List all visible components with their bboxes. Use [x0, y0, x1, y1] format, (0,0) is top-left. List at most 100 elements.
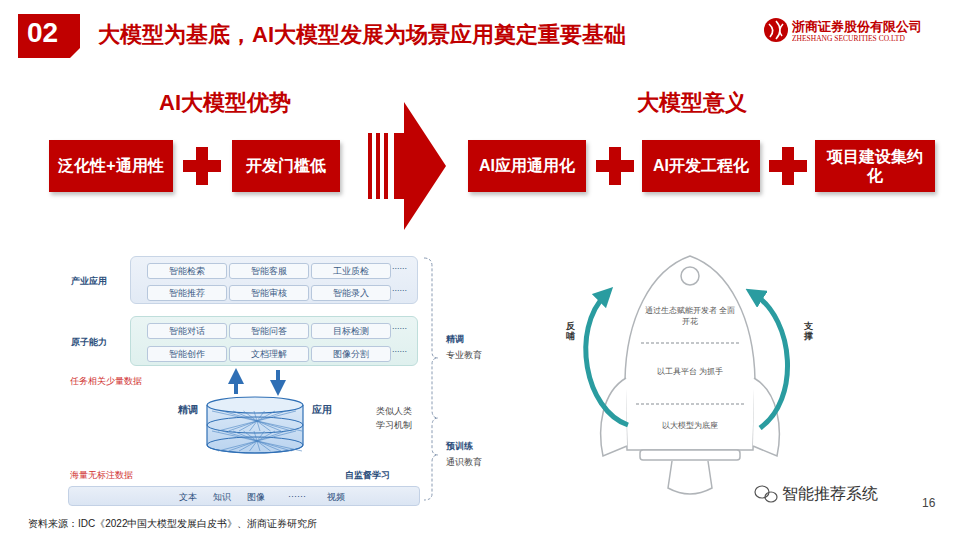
network-link [212, 411, 302, 431]
arrow-label: 支撑 [804, 322, 813, 342]
network-link [212, 431, 302, 451]
data-type: 视频 [327, 491, 345, 504]
wechat-icon [755, 486, 777, 502]
ellipsis: ...... [392, 344, 407, 354]
node-text: 泛化性+通用性 [58, 156, 163, 175]
rocket-base [640, 450, 740, 460]
network-layer [207, 397, 303, 413]
node-text: 以工具平台 为抓手 [657, 367, 723, 378]
capability-box: 智能问答 [229, 323, 309, 339]
stage-label: 自监督学习 [345, 469, 390, 482]
logo-mark [769, 21, 783, 39]
arrow-stripe [368, 133, 372, 199]
flow-arrow-group [368, 102, 446, 230]
node-text: 目标检测 [333, 325, 369, 338]
rocket-fin [753, 378, 779, 456]
node-text: 工业质检 [333, 265, 369, 278]
plus-symbol [609, 147, 621, 185]
plus-symbol [782, 147, 794, 185]
node-text: AI开发工程化 [653, 156, 749, 175]
stage-label: 应用 [312, 403, 332, 417]
logo-circle [764, 18, 788, 42]
layer-band: 原子能力智能对话智能问答目标检测智能创作文档理解图像分割 [130, 316, 418, 366]
company-logo [764, 18, 788, 42]
rocket-body [625, 256, 755, 450]
node-text: 文档理解 [251, 348, 287, 361]
node-text: 智能创作 [169, 348, 205, 361]
rocket-divider [636, 403, 744, 405]
node-text: 智能对话 [169, 325, 205, 338]
page-title: 大模型为基底，AI大模型发展为场景应用奠定重要基础 [98, 20, 626, 50]
section-number: 02 [27, 17, 58, 49]
capability-box: 工业质检 [311, 263, 391, 279]
data-type: ······ [288, 491, 306, 501]
node-text: 图像分割 [333, 348, 369, 361]
feature-box: 开发门槛低 [232, 140, 340, 192]
band-label: 原子能力 [71, 336, 107, 349]
node-text: 开发门槛低 [246, 156, 326, 175]
group-heading: 大模型意义 [637, 88, 747, 118]
layer-band: 产业应用智能检索智能客服工业质检智能推荐智能审核智能录入 [130, 256, 418, 304]
network-link [218, 431, 296, 451]
node-text: 智能审核 [251, 287, 287, 300]
rocket-nozzle [668, 461, 712, 494]
data-note: 海量无标注数据 [70, 469, 133, 482]
bracket-label: 预训练 [446, 440, 473, 453]
arrow-stripe [384, 133, 388, 199]
feature-box: 泛化性+通用性 [49, 140, 173, 192]
rocket-section: 以工具平台 为抓手 [650, 350, 730, 394]
node-text: 智能客服 [251, 265, 287, 278]
capability-box: 智能检索 [147, 263, 227, 279]
flow-arrow [394, 102, 446, 230]
bracket-label: 通识教育 [446, 456, 482, 469]
page-number: 16 [922, 496, 935, 510]
node-text: 项目建设集约化 [823, 147, 927, 185]
data-note: 任务相关少量数据 [70, 375, 142, 388]
section-badge [18, 14, 80, 58]
feature-box: AI开发工程化 [642, 140, 760, 192]
data-band: 文本知识图像······视频 [68, 486, 420, 506]
watermark: 智能推荐系统 [782, 484, 878, 505]
node-text: AI应用通用化 [479, 156, 575, 175]
arrow-label: 反哺 [566, 322, 575, 342]
capability-box: 智能审核 [229, 285, 309, 301]
node-text: 智能录入 [333, 287, 369, 300]
node-text: 智能问答 [251, 325, 287, 338]
support-arrow [754, 294, 788, 428]
ellipsis: ...... [392, 283, 407, 293]
capability-box: 文档理解 [229, 346, 309, 362]
icon-bubble [765, 492, 777, 502]
company-name-en: ZHESHANG SECURITIES CO.LTD [792, 34, 905, 43]
feedback-arrow [586, 294, 628, 425]
capability-box: 智能创作 [147, 346, 227, 362]
capability-box: 智能客服 [229, 263, 309, 279]
rocket [601, 256, 780, 494]
bracket-label: 类似人类 学习机制 [376, 405, 420, 432]
icon-bubble [755, 486, 769, 498]
rocket-divider [641, 342, 739, 344]
band-label: 产业应用 [71, 275, 107, 288]
ellipsis: ...... [392, 321, 407, 331]
model-network [207, 397, 303, 453]
node-text: 智能推荐 [169, 287, 205, 300]
network-links [212, 411, 302, 451]
plus-symbol [196, 147, 208, 185]
rocket-section: 通过生态赋能开发者 全面开花 [639, 297, 741, 337]
ellipsis: ...... [392, 261, 407, 271]
data-type: 图像 [247, 491, 265, 504]
network-link [218, 411, 296, 431]
capability-box: 目标检测 [311, 323, 391, 339]
group-heading: AI大模型优势 [159, 88, 291, 118]
rocket-section: 以大模型为底座 [650, 412, 730, 440]
up-arrow [234, 376, 238, 394]
data-type: 知识 [213, 491, 231, 504]
capability-box: 智能对话 [147, 323, 227, 339]
capability-box: 智能录入 [311, 285, 391, 301]
down-arrow [276, 370, 280, 388]
feature-box: 项目建设集约化 [815, 140, 935, 192]
bracket [424, 258, 438, 500]
capability-box: 图像分割 [311, 346, 391, 362]
bracket-label: 精调 [446, 333, 464, 346]
node-text: 以大模型为底座 [662, 421, 718, 432]
